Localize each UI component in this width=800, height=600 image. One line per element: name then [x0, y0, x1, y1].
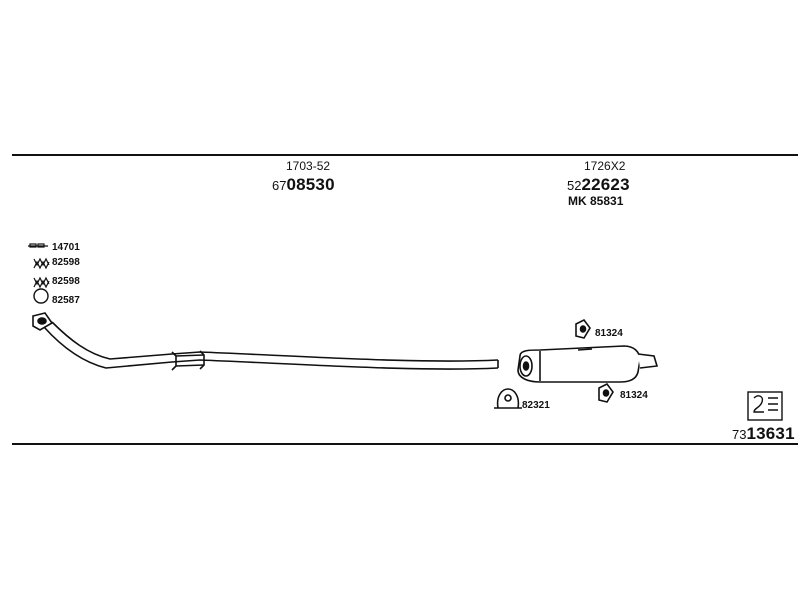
rubber-hanger-icon — [575, 318, 591, 339]
bottom-rule — [12, 443, 798, 445]
front-pipe — [43, 321, 499, 371]
rubber-hanger-icon — [598, 382, 614, 403]
ring-icon — [33, 288, 49, 304]
front-pipe-number-prefix: 67 — [272, 178, 287, 193]
kit-number: 7313631 — [732, 425, 795, 443]
top-rule — [12, 154, 798, 156]
fitting-2-number: 82598 — [52, 257, 80, 268]
rear-muffler-number: 5222623 — [567, 176, 630, 194]
rubber-bottom-number: 81324 — [620, 390, 648, 401]
clamp-number: 82321 — [522, 400, 550, 411]
front-pipe-number-main: 08530 — [286, 175, 335, 194]
rear-muffler-number-prefix: 52 — [567, 178, 582, 193]
flange-icon — [32, 312, 54, 331]
fitting-4-number: 82587 — [52, 295, 80, 306]
fitting-1-number: 14701 — [52, 242, 80, 253]
spring-icon — [33, 276, 50, 289]
spring-icon — [33, 257, 50, 270]
gasket-icon — [28, 243, 48, 248]
kit-number-prefix: 73 — [732, 427, 747, 442]
rear-muffler-code: 1726X2 — [584, 159, 626, 173]
front-pipe-code: 1703-52 — [286, 159, 331, 173]
rear-muffler-mk: MK 85831 — [568, 194, 624, 208]
rear-muffler — [517, 345, 659, 383]
clamp-icon — [494, 388, 522, 409]
rear-muffler-number-main: 22623 — [581, 175, 630, 194]
fitting-3-number: 82598 — [52, 276, 80, 287]
kit-symbol-icon — [747, 391, 783, 421]
rubber-top-number: 81324 — [595, 328, 623, 339]
kit-number-main: 13631 — [746, 424, 795, 443]
front-pipe-number: 6708530 — [272, 176, 335, 194]
